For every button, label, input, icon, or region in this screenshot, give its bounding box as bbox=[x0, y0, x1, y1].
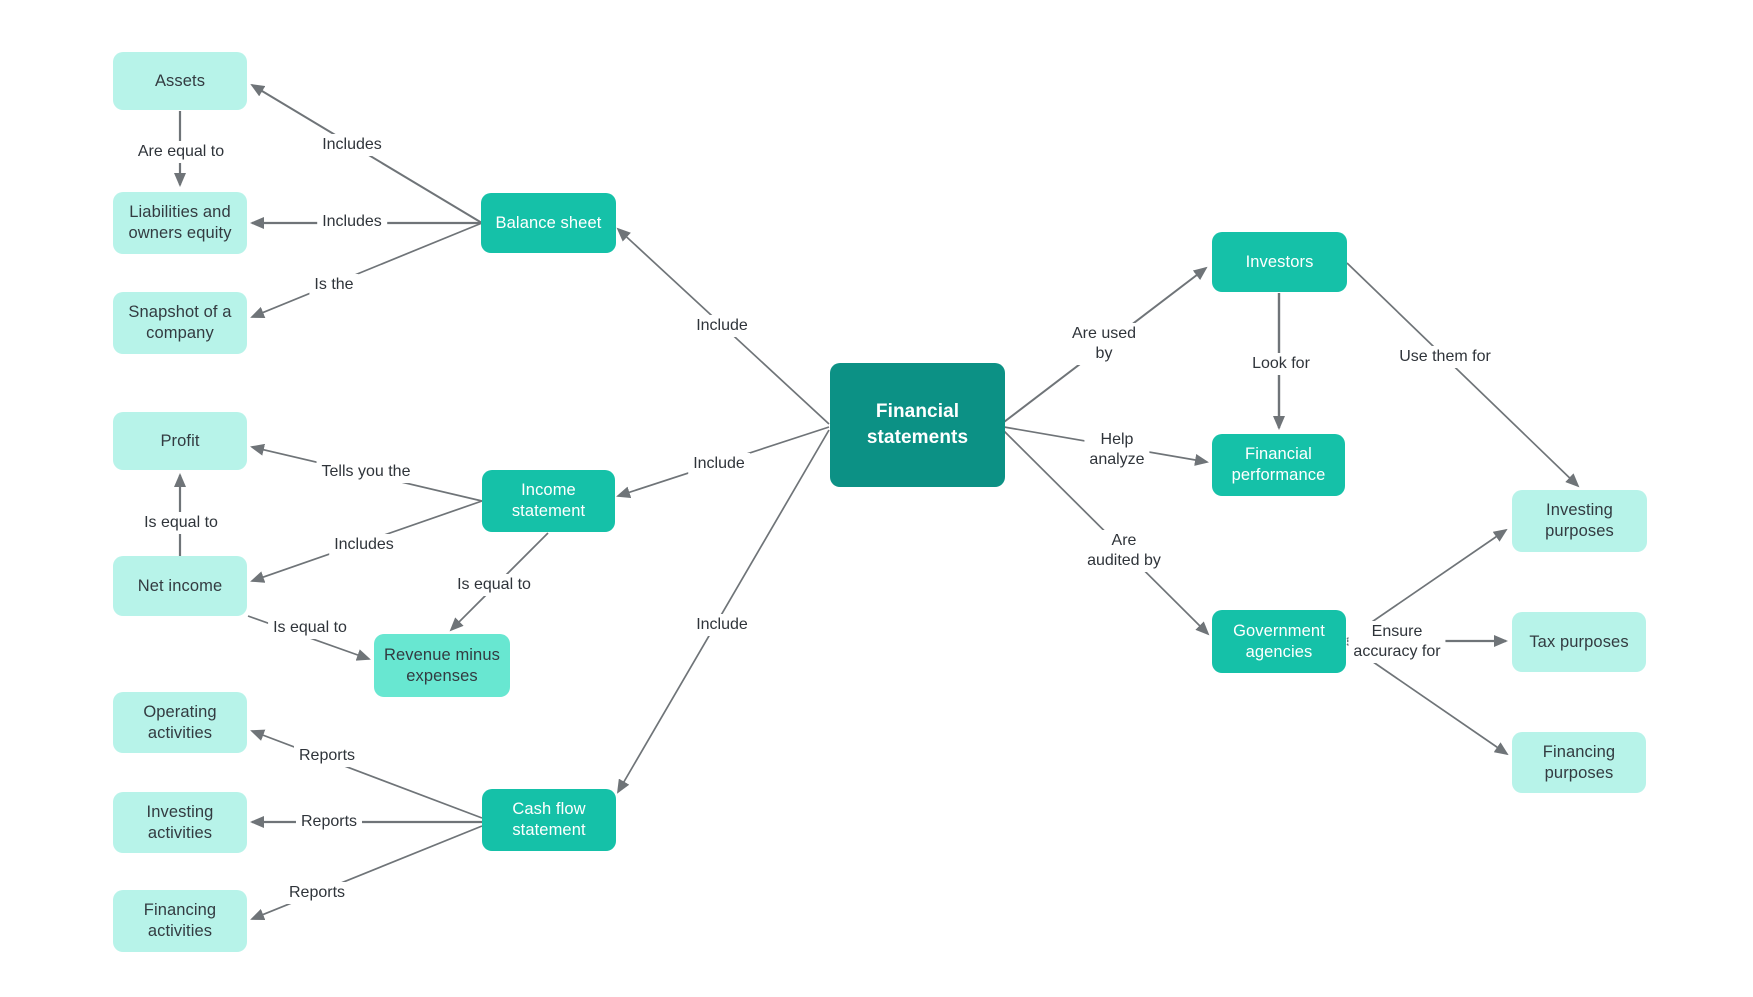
edge-government-to-investing-purposes bbox=[1346, 528, 1508, 640]
edge-balance-to-snapshot bbox=[250, 222, 483, 319]
edge-label-reports-investing[interactable]: Reports bbox=[295, 811, 363, 833]
edge-label-are-used-by[interactable]: Are used by bbox=[1066, 323, 1142, 365]
edge-statements-to-cashflow bbox=[616, 429, 830, 794]
node-investing-purposes[interactable]: Investing purposes bbox=[1512, 490, 1647, 552]
edge-label-are-audited-by[interactable]: Are audited by bbox=[1082, 530, 1166, 572]
edge-label-includes-net-income[interactable]: Includes bbox=[329, 534, 399, 556]
edge-label-reports-operating[interactable]: Reports bbox=[293, 745, 361, 767]
edge-label-is-equal-to-revenue[interactable]: Is equal to bbox=[452, 574, 536, 596]
node-liabilities-and-owners-equity[interactable]: Liabilities and owners equity bbox=[113, 192, 247, 254]
node-profit[interactable]: Profit bbox=[113, 412, 247, 470]
edge-label-include-balance[interactable]: Include bbox=[691, 315, 753, 337]
node-government-agencies[interactable]: Government agencies bbox=[1212, 610, 1346, 673]
edge-label-use-them-for[interactable]: Use them for bbox=[1394, 346, 1496, 368]
edge-label-include-cashflow[interactable]: Include bbox=[691, 614, 753, 636]
node-revenue-minus-expenses[interactable]: Revenue minus expenses bbox=[374, 634, 510, 697]
edge-label-includes-assets[interactable]: Includes bbox=[317, 134, 387, 156]
node-financial-statements[interactable]: Financial statements bbox=[830, 363, 1005, 487]
edge-label-includes-liabilities[interactable]: Includes bbox=[317, 211, 387, 233]
edge-label-tells-you-the[interactable]: Tells you the bbox=[316, 461, 416, 483]
node-financial-performance[interactable]: Financial performance bbox=[1212, 434, 1345, 496]
node-financing-purposes[interactable]: Financing purposes bbox=[1512, 732, 1646, 793]
node-financing-activities[interactable]: Financing activities bbox=[113, 890, 247, 952]
node-investors[interactable]: Investors bbox=[1212, 232, 1347, 292]
edge-label-help-analyze[interactable]: Help analyze bbox=[1084, 429, 1150, 471]
edge-label-is-the[interactable]: Is the bbox=[309, 274, 359, 296]
node-income-statement[interactable]: Income statement bbox=[482, 470, 615, 532]
edge-label-reports-financing[interactable]: Reports bbox=[283, 882, 351, 904]
node-balance-sheet[interactable]: Balance sheet bbox=[481, 193, 616, 253]
edge-label-include-income[interactable]: Include bbox=[688, 453, 750, 475]
edge-cashflow-to-operating bbox=[250, 729, 483, 819]
edge-investors-to-investing-purposes bbox=[1346, 262, 1580, 488]
node-net-income[interactable]: Net income bbox=[113, 556, 247, 616]
node-tax-purposes[interactable]: Tax purposes bbox=[1512, 612, 1646, 672]
node-snapshot-of-a-company[interactable]: Snapshot of a company bbox=[113, 292, 247, 354]
node-cash-flow-statement[interactable]: Cash flow statement bbox=[482, 789, 616, 851]
node-operating-activities[interactable]: Operating activities bbox=[113, 692, 247, 753]
node-investing-activities[interactable]: Investing activities bbox=[113, 792, 247, 853]
edge-cashflow-to-financing bbox=[250, 825, 483, 921]
edge-label-are-equal-to[interactable]: Are equal to bbox=[132, 141, 230, 163]
edge-label-ensure-accuracy-for[interactable]: Ensure accuracy for bbox=[1348, 621, 1446, 663]
node-assets[interactable]: Assets bbox=[113, 52, 247, 110]
edge-label-look-for[interactable]: Look for bbox=[1247, 353, 1315, 375]
edge-label-is-equal-to-net-income[interactable]: Is equal to bbox=[268, 617, 352, 639]
edge-label-is-equal-to-profit[interactable]: Is equal to bbox=[139, 512, 223, 534]
